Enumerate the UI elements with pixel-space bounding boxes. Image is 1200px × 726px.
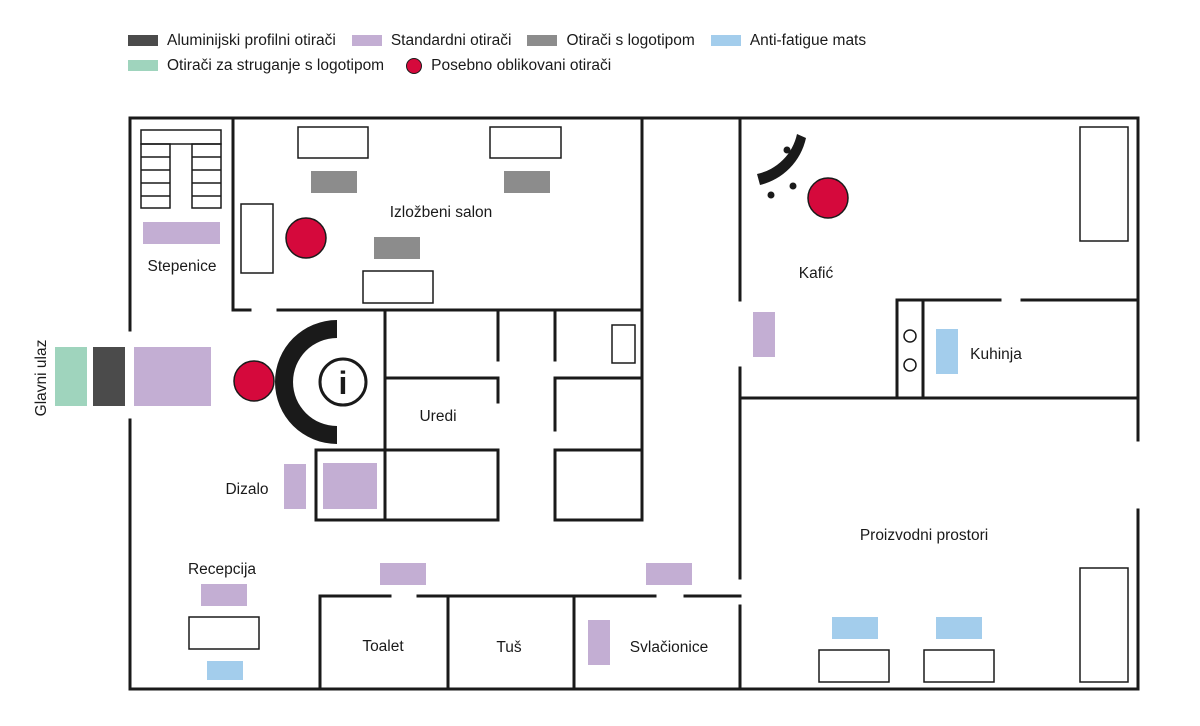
legend: Aluminijski profilni otirači Standardni … — [128, 28, 882, 78]
info-desk: i — [275, 320, 368, 444]
cafe-stool — [789, 182, 797, 190]
legend-item-anti-fatigue: Anti-fatigue mats — [710, 31, 867, 50]
cafe-stool — [783, 146, 791, 154]
mat-standard-entrance — [134, 347, 211, 406]
legend-row-1: Aluminijski profilni otirači Standardni … — [128, 28, 882, 53]
reception-desk — [188, 616, 260, 650]
legend-swatch-standard — [351, 35, 382, 46]
cafe-counter — [1079, 126, 1129, 242]
mat-logo-1 — [311, 171, 357, 193]
mat-standard-reception — [201, 584, 247, 606]
legend-swatch-anti-fatigue — [710, 35, 741, 46]
label-cafe: Kafić — [799, 265, 834, 282]
mat-standard-corridor-2 — [646, 563, 692, 585]
legend-swatch-logo — [527, 35, 558, 46]
furniture — [188, 126, 1129, 683]
office-cabinet — [611, 324, 636, 364]
showroom-shelf — [240, 203, 274, 274]
legend-label-logo: Otirači s logotipom — [566, 31, 695, 49]
label-showroom: Izložbeni salon — [390, 204, 493, 221]
label-stairs: Stepenice — [148, 258, 217, 275]
mat-anti-fatigue-prod-1 — [832, 617, 878, 639]
mat-special-showroom — [285, 217, 327, 259]
production-bench-1 — [818, 649, 890, 683]
sink-2 — [903, 358, 917, 372]
info-icon — [318, 357, 368, 407]
label-toilet: Toalet — [362, 638, 404, 655]
info-icon-glyph: i — [339, 365, 348, 401]
production-bench-2 — [923, 649, 995, 683]
label-offices: Uredi — [419, 408, 456, 425]
legend-item-aluminum: Aluminijski profilni otirači — [128, 32, 336, 50]
legend-item-logo: Otirači s logotipom — [527, 31, 695, 50]
legend-label-anti-fatigue: Anti-fatigue mats — [749, 31, 867, 49]
legend-label-special: Posebno oblikovani otirači — [431, 56, 612, 74]
label-main-entrance: Glavni ulaz — [33, 340, 50, 417]
legend-item-standard: Standardni otirači — [351, 31, 512, 50]
legend-row-2: Otirači za struganje s logotipom Posebno… — [128, 53, 882, 78]
mat-special-entrance — [233, 360, 275, 402]
legend-label-scraper-logo: Otirači za struganje s logotipom — [167, 56, 385, 74]
staircase — [140, 129, 222, 209]
mat-standard-locker — [588, 620, 610, 665]
legend-swatch-aluminum — [128, 35, 158, 46]
mat-special-cafe — [807, 177, 849, 219]
production-rack — [1079, 567, 1129, 683]
room-labels: Izložbeni salon Stepenice Glavni ulaz Ur… — [33, 204, 1022, 656]
mat-standard-elevator — [323, 463, 377, 509]
mat-anti-fatigue-reception — [207, 661, 243, 680]
showroom-table-2 — [489, 126, 562, 159]
cafe-stool — [767, 191, 775, 199]
legend-label-standard: Standardni otirači — [390, 31, 512, 49]
sink-1 — [903, 329, 917, 343]
legend-swatch-special — [406, 57, 423, 74]
label-kitchen: Kuhinja — [970, 346, 1022, 363]
stair-right-flight — [191, 143, 222, 209]
legend-item-special: Posebno oblikovani otirači — [400, 57, 611, 75]
label-elevator: Dizalo — [225, 481, 268, 498]
mat-logo-2 — [504, 171, 550, 193]
mat-anti-fatigue-kitchen — [936, 329, 958, 374]
label-reception: Recepcija — [188, 561, 256, 578]
legend-swatch-scraper-logo — [128, 60, 158, 71]
mat-logo-3 — [374, 237, 420, 259]
label-production: Proizvodni prostori — [860, 527, 988, 544]
legend-item-scraper-logo: Otirači za struganje s logotipom — [128, 57, 384, 75]
label-locker-rooms: Svlačionice — [630, 639, 708, 656]
legend-label-aluminum: Aluminijski profilni otirači — [167, 31, 336, 49]
mat-anti-fatigue-prod-2 — [936, 617, 982, 639]
mat-standard-cafe — [753, 312, 775, 357]
label-shower: Tuš — [496, 639, 522, 656]
walls — [128, 116, 1140, 691]
mat-standard-stairs — [143, 222, 220, 244]
stair-top-rail — [140, 129, 222, 145]
cafe-bar — [757, 134, 806, 199]
stair-left-flight — [140, 143, 171, 209]
mat-aluminum — [93, 347, 125, 406]
showroom-table-1 — [297, 126, 369, 159]
cafe-bar-counter — [757, 134, 806, 185]
mat-scraper-logo — [55, 347, 87, 406]
info-desk-counter — [275, 320, 337, 444]
mat-standard-elevator-side — [284, 464, 306, 509]
mats — [55, 171, 982, 680]
showroom-table-3 — [362, 270, 434, 304]
mat-standard-corridor-1 — [380, 563, 426, 585]
